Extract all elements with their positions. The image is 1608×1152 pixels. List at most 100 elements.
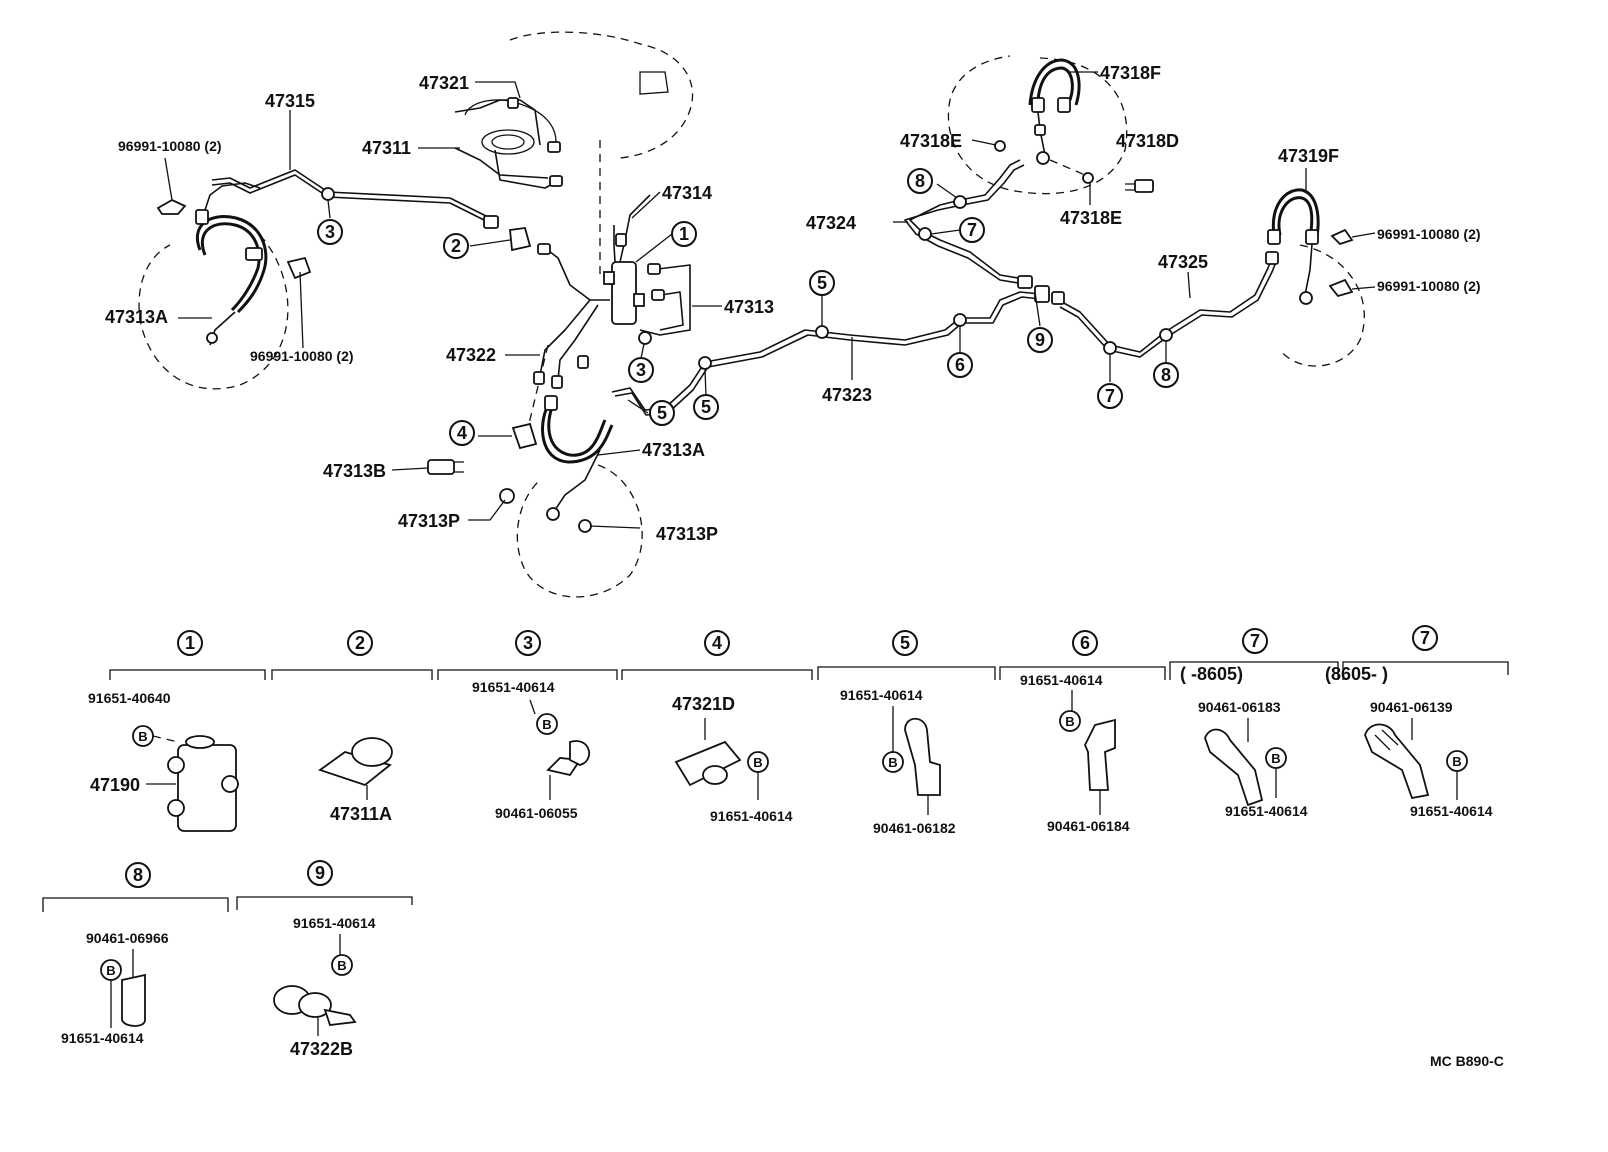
svg-text:(8605- ): (8605- ) [1325,664,1388,684]
group-6: 6 91651-40614 B 90461-06184 [999,630,1166,834]
callout-2: 2 [443,233,469,259]
svg-text:5: 5 [701,397,711,417]
svg-text:7: 7 [1105,386,1115,406]
svg-text:91651-40614: 91651-40614 [472,679,555,695]
group-7-early: 7 ( -8605) 90461-06183 B 91651-40614 [1169,628,1339,819]
svg-text:1: 1 [185,633,195,653]
svg-text:3: 3 [325,222,335,242]
svg-text:90461-06183: 90461-06183 [1198,699,1281,715]
svg-text:B: B [542,717,551,732]
label-47313P-right: 47313P [656,524,718,544]
callout-8b: 8 [1153,362,1179,388]
label-96991-c: 96991-10080 (2) [1377,226,1481,242]
svg-text:90461-06139: 90461-06139 [1370,699,1453,715]
label-47311: 47311 [362,138,411,158]
label-96991-b: 96991-10080 (2) [250,348,354,364]
group-9: 9 91651-40614 B 47322B [236,860,413,1059]
label-47318E-a: 47318E [900,131,962,151]
label-47313A-right: 47313A [642,440,705,460]
svg-text:4: 4 [712,633,722,653]
label-96991-d: 96991-10080 (2) [1377,278,1481,294]
svg-text:90461-06184: 90461-06184 [1047,818,1130,834]
group-7-late: 7 (8605- ) 90461-06139 B 91651-40614 [1325,625,1509,819]
svg-text:3: 3 [523,633,533,653]
svg-text:4: 4 [457,423,467,443]
callout-5c: 5 [693,394,719,420]
callout-8a: 8 [907,168,933,194]
svg-text:6: 6 [955,355,965,375]
svg-text:91651-40614: 91651-40614 [61,1030,144,1046]
callout-3a: 3 [317,219,343,245]
label-47313: 47313 [724,297,774,317]
svg-text:1: 1 [679,224,689,244]
group-4: 4 47321D B 91651-40614 [621,630,813,824]
pipe-47315 [211,169,499,229]
diagram-code: MC B890-C [1430,1053,1504,1069]
callout-9: 9 [1027,327,1053,353]
svg-text:B: B [753,755,762,770]
label-47325: 47325 [1158,252,1208,272]
rear-right-wheel [1267,188,1365,367]
label-47319F: 47319F [1278,146,1339,166]
svg-text:B: B [1452,754,1461,769]
svg-text:B: B [337,958,346,973]
callout-4: 4 [449,420,475,446]
svg-text:7: 7 [967,220,977,240]
callout-5a: 5 [809,270,835,296]
label-47324: 47324 [806,213,856,233]
svg-text:8: 8 [915,171,925,191]
label-47313B: 47313B [323,461,386,481]
svg-text:6: 6 [1080,633,1090,653]
svg-text:7: 7 [1250,631,1260,651]
callout-5b: 5 [649,400,675,426]
label-47323: 47323 [822,385,872,405]
svg-text:91651-40614: 91651-40614 [1020,672,1103,688]
svg-text:90461-06182: 90461-06182 [873,820,956,836]
group-5: 5 91651-40614 B 90461-06182 [817,630,996,836]
label-47313A-left: 47313A [105,307,168,327]
svg-text:91651-40614: 91651-40614 [293,915,376,931]
svg-text:9: 9 [1035,330,1045,350]
svg-text:9: 9 [315,863,325,883]
group-2: 2 47311A [271,630,433,824]
group-8: 8 90461-06966 B 91651-40614 [42,862,229,1046]
svg-text:91651-40640: 91651-40640 [88,690,171,706]
svg-text:B: B [1065,714,1074,729]
svg-text:5: 5 [817,273,827,293]
group-1: 1 91651-40640 B 47190 [88,630,266,832]
label-47313P-left: 47313P [398,511,460,531]
label-47314: 47314 [662,183,712,203]
svg-text:47190: 47190 [90,775,140,795]
svg-text:B: B [888,755,897,770]
part-labels: 47315 47321 47311 96991-10080 (2) 47313A… [105,63,1481,544]
svg-text:47322B: 47322B [290,1039,353,1059]
svg-text:91651-40614: 91651-40614 [710,808,793,824]
label-47318D: 47318D [1116,131,1179,151]
svg-text:8: 8 [133,865,143,885]
svg-text:91651-40614: 91651-40614 [1410,803,1493,819]
callouts: 1 2 3 3 4 5 5 5 6 7 7 7 8 8 9 [317,168,1179,446]
pipe-47325 [1059,251,1279,358]
left-front-wheel [138,182,312,390]
svg-text:5: 5 [657,403,667,423]
svg-text:90461-06055: 90461-06055 [495,805,578,821]
label-96991-a: 96991-10080 (2) [118,138,222,154]
label-47318F: 47318F [1100,63,1161,83]
callout-6: 6 [947,352,973,378]
right-front-wheel [427,395,643,598]
callout-3b: 3 [628,357,654,383]
svg-text:( -8605): ( -8605) [1180,664,1243,684]
label-47322: 47322 [446,345,496,365]
svg-text:B: B [1271,751,1280,766]
rear-left-wheel [947,55,1154,195]
svg-text:2: 2 [451,236,461,256]
svg-text:3: 3 [636,360,646,380]
callout-7a: 7 [959,217,985,243]
svg-text:5: 5 [900,633,910,653]
svg-text:B: B [138,729,147,744]
callout-7b: 7 [1097,383,1123,409]
group-3: 3 91651-40614 B 90461-06055 [437,630,618,821]
svg-text:91651-40614: 91651-40614 [840,687,923,703]
svg-text:47311A: 47311A [330,804,392,824]
